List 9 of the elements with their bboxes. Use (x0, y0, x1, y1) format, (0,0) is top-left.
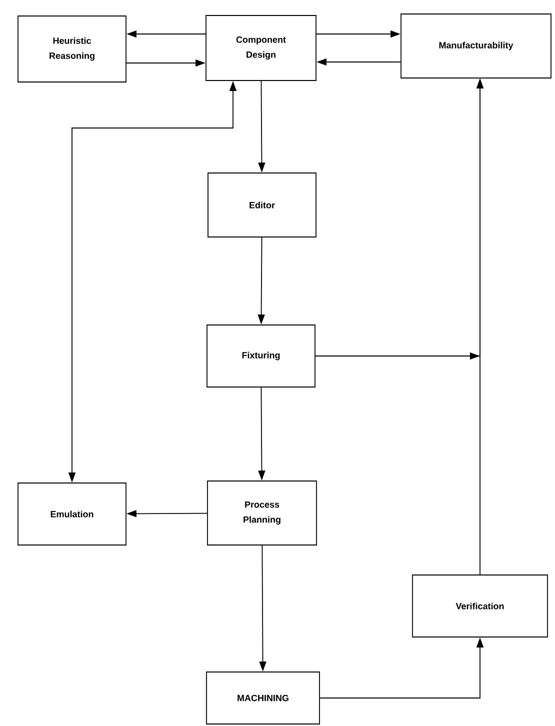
process-box: Component Design (206, 15, 316, 81)
process-box: Editor (208, 172, 316, 238)
process-box: MACHINING (206, 672, 320, 724)
process-box: Process Planning (207, 480, 317, 546)
process-box: Manufacturability (400, 14, 552, 78)
process-box: Heuristic Reasoning (18, 16, 126, 82)
process-box: Fixturing (206, 324, 316, 388)
process-box: Verification (412, 574, 548, 638)
process-box: Emulation (18, 482, 126, 546)
